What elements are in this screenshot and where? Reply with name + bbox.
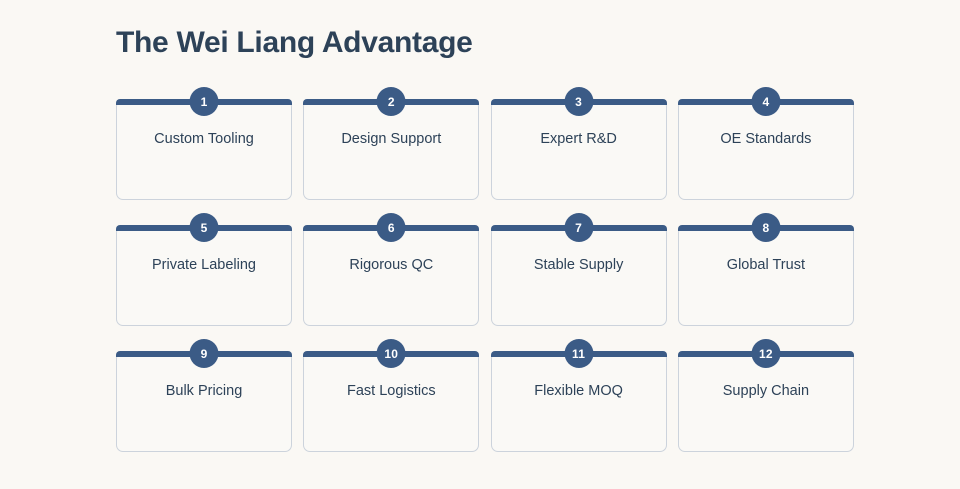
advantage-card-grid: 1 Custom Tooling 2 Design Support 3 Expe… — [116, 87, 854, 452]
advantage-card[interactable]: 9 Bulk Pricing — [116, 339, 292, 452]
card-number-badge: 6 — [376, 213, 406, 242]
advantage-card[interactable]: 2 Design Support — [303, 87, 480, 200]
advantage-card[interactable]: 6 Rigorous QC — [303, 213, 480, 326]
card-number-badge: 12 — [751, 339, 781, 368]
card-number-badge: 9 — [189, 339, 219, 368]
card-label: Stable Supply — [533, 256, 624, 273]
card-label: Flexible MOQ — [534, 382, 623, 399]
card-label: Custom Tooling — [154, 130, 254, 147]
advantage-card[interactable]: 10 Fast Logistics — [303, 339, 480, 452]
card-label: Supply Chain — [722, 382, 810, 399]
card-label: Expert R&D — [540, 130, 617, 147]
advantage-card[interactable]: 1 Custom Tooling — [116, 87, 292, 200]
advantage-card[interactable]: 7 Stable Supply — [490, 213, 667, 326]
advantage-card[interactable]: 12 Supply Chain — [677, 339, 854, 452]
advantage-card[interactable]: 3 Expert R&D — [490, 87, 667, 200]
card-label: Global Trust — [726, 256, 805, 273]
card-number-badge: 3 — [564, 87, 594, 116]
advantage-card[interactable]: 4 OE Standards — [677, 87, 854, 200]
card-number-badge: 2 — [376, 87, 406, 116]
card-label: Rigorous QC — [349, 256, 434, 273]
card-number-badge: 4 — [751, 87, 781, 116]
card-number-badge: 1 — [189, 87, 219, 116]
card-label: Private Labeling — [152, 256, 256, 273]
page-title: The Wei Liang Advantage — [116, 26, 473, 59]
card-number-badge: 11 — [564, 339, 594, 368]
advantage-card[interactable]: 11 Flexible MOQ — [490, 339, 667, 452]
advantage-card[interactable]: 8 Global Trust — [677, 213, 854, 326]
advantage-card[interactable]: 5 Private Labeling — [116, 213, 292, 326]
card-number-badge: 7 — [564, 213, 594, 242]
card-label: Bulk Pricing — [165, 382, 243, 399]
card-number-badge: 5 — [189, 213, 219, 242]
card-number-badge: 8 — [751, 213, 781, 242]
card-label: Design Support — [341, 130, 442, 147]
card-label: Fast Logistics — [346, 382, 436, 399]
card-number-badge: 10 — [376, 339, 406, 368]
card-label: OE Standards — [720, 130, 812, 147]
